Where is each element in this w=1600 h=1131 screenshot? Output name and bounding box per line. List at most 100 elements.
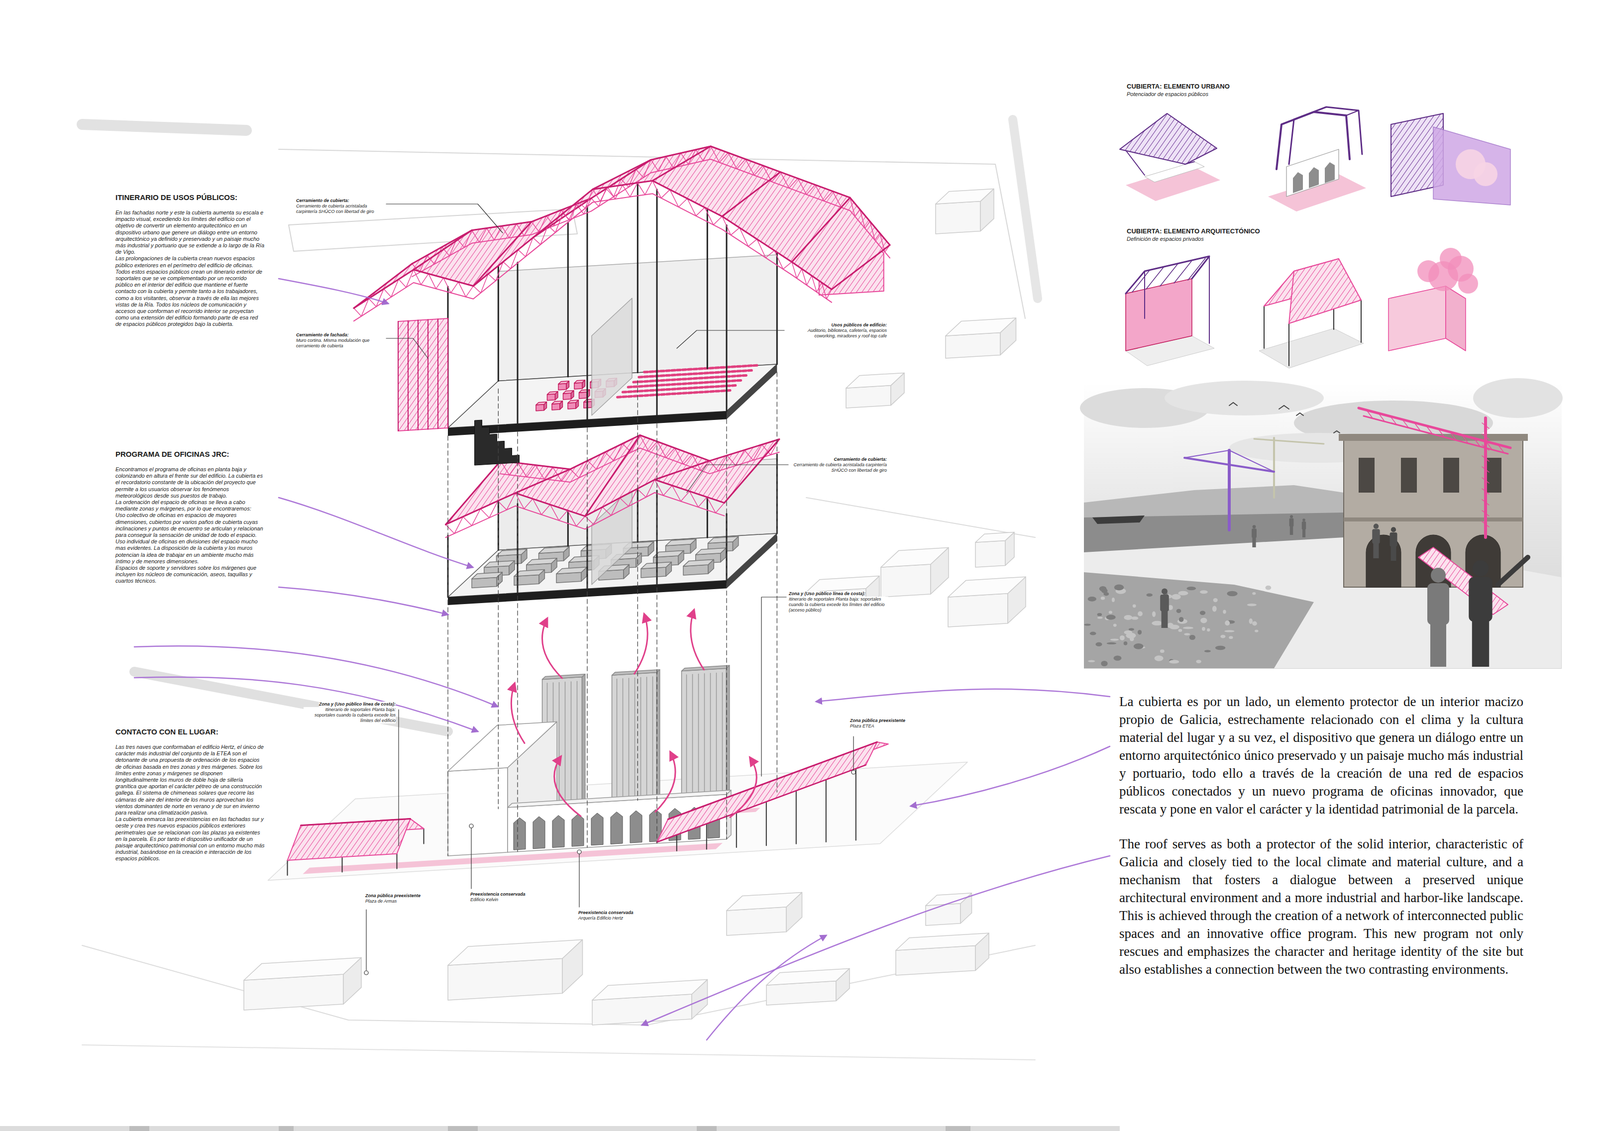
callout-text: Itinerario de soportales Planta baja: so… — [303, 707, 396, 724]
rock — [1097, 613, 1103, 617]
rock — [1171, 594, 1181, 600]
panel-heading: CUBIERTA: ELEMENTO ARQUITECTÓNICO — [1126, 227, 1261, 236]
kelvin-building — [447, 721, 557, 772]
text-group: Zona pública preexistentePlaza de Armas — [365, 893, 440, 905]
context-building — [948, 593, 1008, 628]
leader-line — [386, 338, 428, 359]
roof-rafter — [831, 244, 890, 290]
rock — [1128, 628, 1135, 631]
airflow-arrow — [511, 683, 525, 744]
roof-frame — [1346, 110, 1359, 116]
crane-lattice — [1425, 425, 1432, 434]
rock — [1195, 659, 1201, 664]
crane — [1184, 450, 1230, 458]
rock — [1103, 592, 1109, 596]
rock — [1110, 639, 1119, 641]
person — [1252, 537, 1256, 548]
leader-line — [386, 204, 503, 233]
text-group: Cerramiento de cubierta:Cerramiento de c… — [296, 198, 384, 215]
roof-frame — [1132, 270, 1150, 293]
desk — [708, 536, 739, 544]
rock — [1226, 591, 1238, 597]
airflow-arrow — [655, 751, 676, 812]
leader-dot — [469, 824, 474, 829]
roof-rafter — [654, 460, 710, 480]
column — [586, 206, 589, 420]
person — [1373, 542, 1379, 559]
body-text: La cubierta enmarca las preexistencias e… — [115, 816, 265, 862]
callout-heading: Preexistencia conservada — [578, 910, 634, 916]
canopy-post — [736, 812, 738, 848]
rock — [1137, 611, 1143, 617]
projection-line — [517, 431, 518, 853]
truss-web — [353, 180, 832, 317]
person — [1373, 523, 1380, 530]
crane-lattice — [1485, 440, 1492, 449]
cafe-table — [574, 380, 585, 384]
crane-lattice — [1366, 409, 1373, 418]
context-building — [726, 907, 787, 936]
facade-mullion — [397, 321, 399, 431]
roof-frame — [1160, 264, 1178, 287]
arch-opening — [610, 812, 623, 845]
airflow-arrow — [730, 757, 757, 818]
callout-text: Cerramiento de cubierta acristalada carp… — [791, 462, 887, 474]
rock — [1201, 627, 1206, 632]
chimney-wall — [542, 674, 586, 680]
ship — [1092, 515, 1145, 525]
rock — [1252, 592, 1256, 595]
roof-frame — [1281, 119, 1294, 125]
rock — [1154, 655, 1164, 661]
bottom-bar — [447, 1126, 478, 1131]
crane-lattice — [1497, 443, 1504, 452]
person — [1302, 518, 1306, 522]
person — [1161, 610, 1169, 629]
context-building — [880, 564, 931, 598]
airflow-arrow — [542, 618, 563, 679]
rock — [1265, 585, 1272, 591]
panel-subtitle: Definición de espacios privados — [1126, 235, 1204, 243]
crane-lattice — [1482, 488, 1490, 495]
callout-heading: Zona pública preexistente — [365, 893, 421, 899]
projection-line — [656, 423, 657, 844]
floor-edge — [726, 533, 777, 589]
cafe-table — [551, 403, 560, 411]
context-street — [806, 497, 1036, 538]
cafe-table — [567, 400, 579, 404]
context-building — [975, 540, 1006, 568]
callout-text: Muro cortina. Misma modulación que cerra… — [296, 337, 384, 349]
roof-panel — [791, 197, 890, 290]
crane — [1358, 408, 1511, 448]
wind-line — [910, 746, 1110, 807]
rock — [1100, 660, 1108, 667]
roof-rafter — [791, 197, 851, 262]
callout-text: Plaza de Armas — [365, 898, 397, 905]
truss-chord — [412, 159, 890, 277]
body-text: Las prolongaciones de la cubierta crean … — [115, 255, 265, 328]
rock — [1199, 611, 1206, 616]
cafe-table — [535, 404, 544, 412]
text-group: La cubierta es por un lado, un elemento … — [1119, 692, 1524, 996]
context-building — [592, 979, 708, 1001]
leader-line — [398, 709, 399, 847]
person — [1302, 529, 1306, 538]
truss-chord — [353, 193, 832, 321]
callout-text: Arquería Edificio Hertz — [578, 915, 624, 922]
context-building — [895, 945, 976, 976]
rock — [1183, 633, 1190, 636]
cornice — [1343, 517, 1523, 522]
arch-opening — [513, 817, 526, 851]
cloud — [1473, 378, 1563, 419]
rock — [1160, 649, 1165, 653]
column — [656, 189, 658, 416]
context-building — [895, 933, 989, 951]
person — [1289, 518, 1294, 527]
person — [1472, 619, 1490, 667]
callout-text: Itinerario de soportales Planta baja: so… — [788, 596, 889, 614]
arch-opening — [1324, 162, 1335, 184]
truss-web — [445, 479, 725, 534]
airflow-arrow — [634, 614, 648, 674]
wind-line — [134, 677, 478, 732]
cafe-table — [563, 390, 574, 394]
rock — [1133, 643, 1144, 650]
